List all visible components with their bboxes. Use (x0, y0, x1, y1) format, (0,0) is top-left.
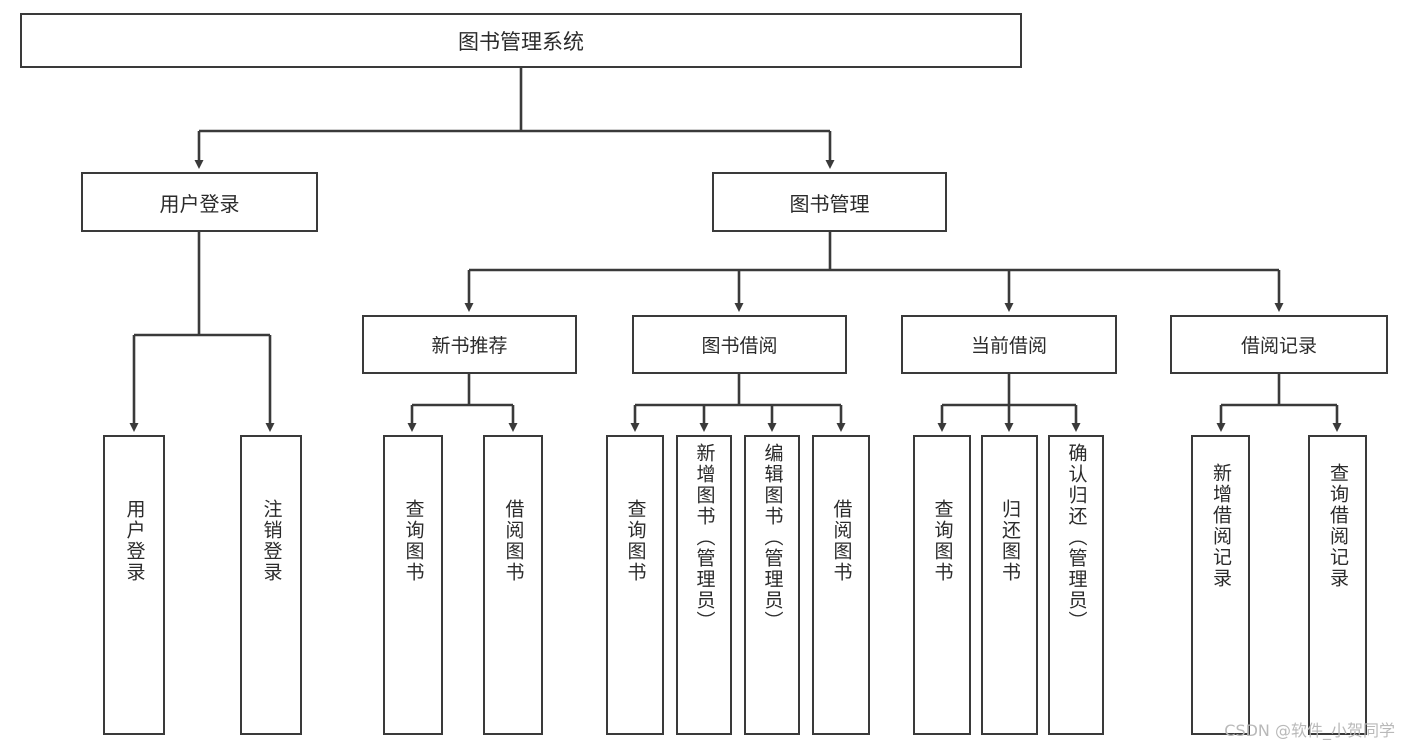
leaf-query-record-label: 查询借阅记录 (1327, 463, 1349, 589)
node-leaf-query-book-2[interactable]: 查询图书 (606, 435, 664, 735)
node-leaf-return-book[interactable]: 归还图书 (981, 435, 1038, 735)
node-new-book-rec-label: 新书推荐 (431, 335, 508, 357)
node-leaf-user-login[interactable]: 用户登录 (103, 435, 165, 735)
node-leaf-add-book[interactable]: 新增图书（管理员） (676, 435, 732, 735)
leaf-edit-book-label: 编辑图书（管理员） (761, 443, 784, 632)
node-new-book-rec[interactable]: 新书推荐 (362, 315, 577, 374)
node-root-label: 图书管理系统 (458, 29, 584, 54)
node-current-borrow-label: 当前借阅 (970, 335, 1047, 357)
node-leaf-borrow-book-1[interactable]: 借阅图书 (483, 435, 543, 735)
node-leaf-add-record[interactable]: 新增借阅记录 (1191, 435, 1250, 735)
leaf-query-book-1-label: 查询图书 (402, 499, 425, 583)
leaf-borrow-book-1-label: 借阅图书 (502, 499, 525, 583)
node-current-borrow[interactable]: 当前借阅 (901, 315, 1117, 374)
node-leaf-logout[interactable]: 注销登录 (240, 435, 302, 735)
node-user-login[interactable]: 用户登录 (81, 172, 318, 232)
node-leaf-confirm-return[interactable]: 确认归还（管理员） (1048, 435, 1104, 735)
node-root[interactable]: 图书管理系统 (20, 13, 1022, 68)
node-leaf-borrow-book-2[interactable]: 借阅图书 (812, 435, 870, 735)
leaf-query-book-3-label: 查询图书 (931, 499, 954, 583)
leaf-add-record-label: 新增借阅记录 (1210, 463, 1232, 589)
node-leaf-query-book-1[interactable]: 查询图书 (383, 435, 443, 735)
node-book-manage[interactable]: 图书管理 (712, 172, 947, 232)
leaf-confirm-return-label: 确认归还（管理员） (1065, 443, 1088, 632)
leaf-add-book-label: 新增图书（管理员） (693, 443, 716, 632)
node-book-borrow-label: 图书借阅 (701, 335, 778, 357)
leaf-return-book-label: 归还图书 (999, 499, 1021, 583)
node-book-borrow[interactable]: 图书借阅 (632, 315, 847, 374)
node-leaf-edit-book[interactable]: 编辑图书（管理员） (744, 435, 800, 735)
leaf-borrow-book-2-label: 借阅图书 (830, 499, 853, 583)
node-borrow-record[interactable]: 借阅记录 (1170, 315, 1388, 374)
node-leaf-query-book-3[interactable]: 查询图书 (913, 435, 971, 735)
leaf-logout-label: 注销登录 (260, 499, 283, 583)
leaf-query-book-2-label: 查询图书 (624, 499, 647, 583)
node-user-login-label: 用户登录 (159, 191, 240, 216)
node-borrow-record-label: 借阅记录 (1240, 335, 1317, 357)
node-book-manage-label: 图书管理 (789, 191, 870, 216)
leaf-user-login-label: 用户登录 (123, 499, 146, 583)
node-leaf-query-record[interactable]: 查询借阅记录 (1308, 435, 1367, 735)
